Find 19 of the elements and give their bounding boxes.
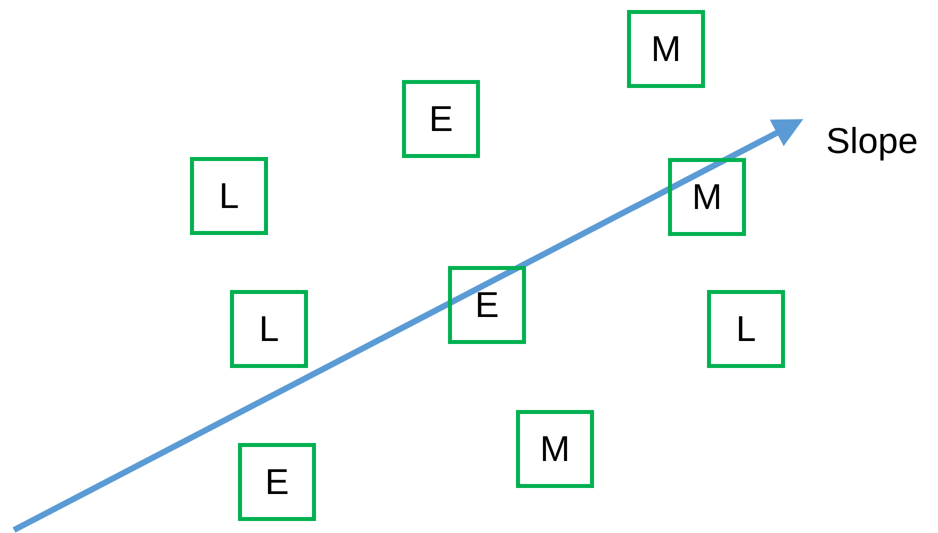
box-letter: E [474,287,499,323]
box-letter: E [428,101,453,137]
letter-box [190,157,268,235]
letter-box [707,290,785,368]
letter-box [668,158,746,236]
box-letter: M [540,431,570,467]
box-letter: L [258,311,280,347]
box-letter: M [692,179,722,215]
box-letter: E [264,464,289,500]
box-letter: M [651,31,681,67]
letter-box [627,10,705,88]
slope-label: Slope [826,123,918,159]
letter-box [238,443,316,521]
letter-box [230,290,308,368]
letter-box [402,80,480,158]
box-letter: L [218,178,240,214]
box-letter: L [736,311,756,347]
letter-box [516,410,594,488]
letter-box [448,266,526,344]
